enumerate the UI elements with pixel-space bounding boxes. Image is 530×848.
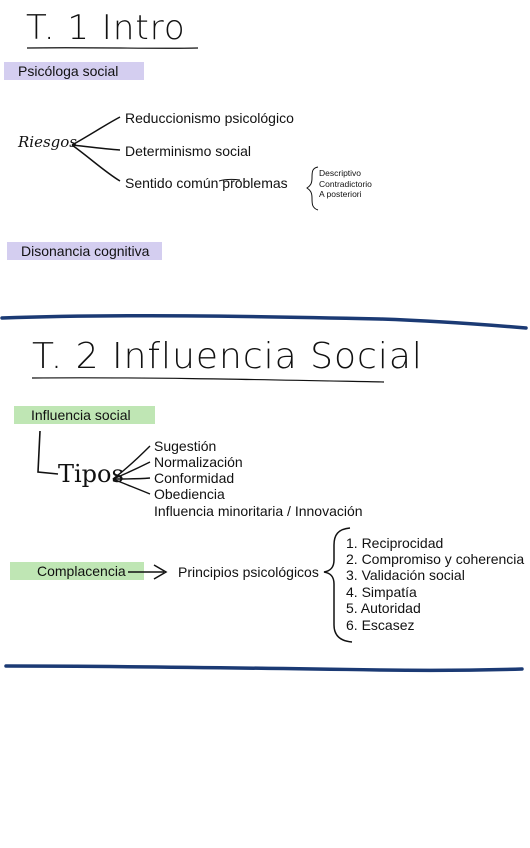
sentido-comun-sub-1: Contradictorio [319, 179, 372, 189]
tipos-item-4: Influencia minoritaria / Innovación [154, 503, 363, 519]
highlight-disonancia-cognitiva: Disonancia cognitiva [7, 242, 162, 260]
riesgos-item-2: Sentido común problemas [125, 175, 288, 191]
principios-label: Principios psicológicos [178, 564, 319, 580]
principios-item-5: 6. Escasez [346, 617, 415, 633]
principios-item-2: 3. Validación social [346, 567, 465, 583]
tipos-item-0: Sugestión [154, 438, 217, 454]
principios-item-4: 5. Autoridad [346, 600, 421, 616]
tipos-item-2: Conformidad [154, 470, 235, 486]
sentido-comun-sub-2: A posteriori [319, 189, 362, 199]
tipos-item-1: Normalización [154, 454, 243, 470]
highlight-psicologa-social: Psicóloga social [4, 62, 144, 80]
principios-item-3: 4. Simpatía [346, 584, 417, 600]
highlight-complacencia: Complacencia [10, 562, 144, 580]
riesgos-label: Riesgos [18, 133, 77, 151]
section2-title: T. 2 Influencia Social [32, 336, 423, 377]
sentido-comun-sub-0: Descriptivo [319, 168, 362, 178]
principios-item-1: 2. Compromiso y coherencia [346, 551, 525, 567]
principios-item-0: 1. Reciprocidad [346, 535, 444, 551]
tipos-label: Tipos [58, 460, 124, 488]
riesgos-item-0: Reduccionismo psicológico [125, 110, 294, 126]
section1-title: T. 1 Intro [26, 8, 186, 48]
tipos-item-3: Obediencia [154, 486, 225, 502]
riesgos-item-1: Determinismo social [125, 143, 252, 159]
highlight-influencia-social: Influencia social [14, 406, 155, 424]
